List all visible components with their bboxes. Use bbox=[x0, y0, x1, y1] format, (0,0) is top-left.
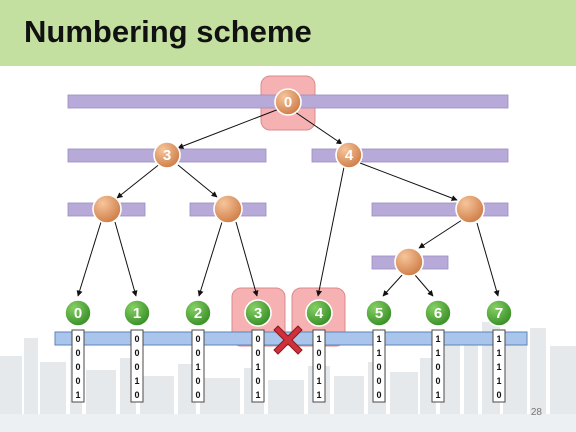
leaf-label-7: 7 bbox=[495, 305, 503, 322]
leaf-node-3 bbox=[244, 299, 272, 327]
node-root bbox=[274, 88, 302, 116]
bit-3-4: 1 bbox=[255, 390, 260, 400]
edge-a-leaf0 bbox=[76, 221, 102, 297]
bit-7-3: 1 bbox=[496, 376, 501, 386]
edge-n4-c bbox=[359, 162, 458, 201]
edge-c-d bbox=[418, 219, 463, 249]
node-root-label: 0 bbox=[284, 94, 292, 111]
bit-column-0 bbox=[71, 329, 85, 403]
node-4-label: 4 bbox=[345, 147, 354, 164]
bitstring-columns bbox=[71, 329, 506, 403]
internal-node-mid bbox=[213, 194, 243, 224]
bit-5-4: 0 bbox=[376, 390, 381, 400]
bit-0-3: 0 bbox=[75, 376, 80, 386]
internal-node-right bbox=[455, 194, 485, 224]
bit-7-4: 0 bbox=[496, 390, 501, 400]
bit-column-4 bbox=[312, 329, 326, 403]
edge-d-leaf5 bbox=[382, 273, 404, 297]
node-3-label: 3 bbox=[163, 147, 171, 164]
bit-6-4: 1 bbox=[435, 390, 440, 400]
bit-column-6 bbox=[431, 329, 445, 403]
bit-1-4: 0 bbox=[134, 390, 139, 400]
leaf-node-6 bbox=[424, 299, 452, 327]
edge-d-leaf6 bbox=[414, 274, 434, 297]
leaf-label-5: 5 bbox=[375, 305, 383, 322]
edge-n3-b bbox=[177, 164, 218, 198]
bit-5-0: 1 bbox=[376, 334, 381, 344]
city-skyline-background bbox=[0, 322, 576, 432]
bit-1-0: 0 bbox=[134, 334, 139, 344]
leaf-label-4: 4 bbox=[315, 305, 324, 322]
bit-7-0: 1 bbox=[496, 334, 501, 344]
bit-6-3: 0 bbox=[435, 376, 440, 386]
bit-0-1: 0 bbox=[75, 348, 80, 358]
leaf-label-0: 0 bbox=[74, 305, 82, 322]
page-number: 28 bbox=[530, 407, 542, 418]
leaf-node-7 bbox=[485, 299, 513, 327]
edge-n3-a bbox=[116, 162, 162, 199]
bit-3-2: 1 bbox=[255, 362, 260, 372]
title-bar: Numbering scheme bbox=[0, 0, 576, 66]
leaf-label-6: 6 bbox=[434, 305, 442, 322]
leaf-label-3: 3 bbox=[254, 305, 262, 322]
bit-2-3: 0 bbox=[195, 376, 200, 386]
bit-0-0: 0 bbox=[75, 334, 80, 344]
edge-n4-leaf4 bbox=[316, 166, 345, 297]
bit-3-0: 0 bbox=[255, 334, 260, 344]
node-4 bbox=[335, 141, 363, 169]
bit-5-2: 0 bbox=[376, 362, 381, 372]
leaf-node-0 bbox=[64, 299, 92, 327]
bit-column-2 bbox=[191, 329, 205, 403]
bit-1-3: 1 bbox=[134, 376, 139, 386]
edge-b-leaf2 bbox=[197, 221, 223, 297]
bit-4-4: 1 bbox=[316, 390, 321, 400]
leaf-label-1: 1 bbox=[133, 305, 141, 322]
bit-0-4: 1 bbox=[75, 390, 80, 400]
bit-2-2: 1 bbox=[195, 362, 200, 372]
bit-4-2: 0 bbox=[316, 362, 321, 372]
bit-column-7 bbox=[492, 329, 506, 403]
bit-1-1: 0 bbox=[134, 348, 139, 358]
node-3 bbox=[153, 141, 181, 169]
bit-6-1: 1 bbox=[435, 348, 440, 358]
bit-column-5 bbox=[372, 329, 386, 403]
bit-2-0: 0 bbox=[195, 334, 200, 344]
slide-title: Numbering scheme bbox=[24, 14, 312, 49]
leaf-node-2 bbox=[184, 299, 212, 327]
internal-node-lower bbox=[394, 247, 424, 277]
edge-c-leaf7 bbox=[476, 222, 500, 297]
leaf-node-4 bbox=[305, 299, 333, 327]
bit-2-4: 0 bbox=[195, 390, 200, 400]
bit-5-3: 0 bbox=[376, 376, 381, 386]
bit-4-3: 1 bbox=[316, 376, 321, 386]
edge-root-n3 bbox=[177, 108, 280, 149]
bit-7-1: 1 bbox=[496, 348, 501, 358]
edge-b-leaf3 bbox=[235, 221, 259, 297]
bit-3-1: 0 bbox=[255, 348, 260, 358]
bit-6-2: 0 bbox=[435, 362, 440, 372]
leaf-node-5 bbox=[365, 299, 393, 327]
bit-4-1: 0 bbox=[316, 348, 321, 358]
range-bar-l2-right bbox=[371, 202, 509, 217]
edge-root-n4 bbox=[294, 111, 343, 145]
bit-4-0: 1 bbox=[316, 334, 321, 344]
leaf-node-1 bbox=[123, 299, 151, 327]
bit-7-2: 1 bbox=[496, 362, 501, 372]
bit-column-3 bbox=[251, 329, 265, 403]
bit-0-2: 0 bbox=[75, 362, 80, 372]
internal-node-left bbox=[92, 194, 122, 224]
bit-6-0: 1 bbox=[435, 334, 440, 344]
bit-5-1: 1 bbox=[376, 348, 381, 358]
cross-icon bbox=[273, 325, 303, 355]
bit-column-1 bbox=[130, 329, 144, 403]
bit-3-3: 0 bbox=[255, 376, 260, 386]
bit-1-2: 0 bbox=[134, 362, 139, 372]
bit-2-1: 0 bbox=[195, 348, 200, 358]
edge-a-leaf1 bbox=[114, 221, 138, 297]
leaf-label-2: 2 bbox=[194, 305, 202, 322]
